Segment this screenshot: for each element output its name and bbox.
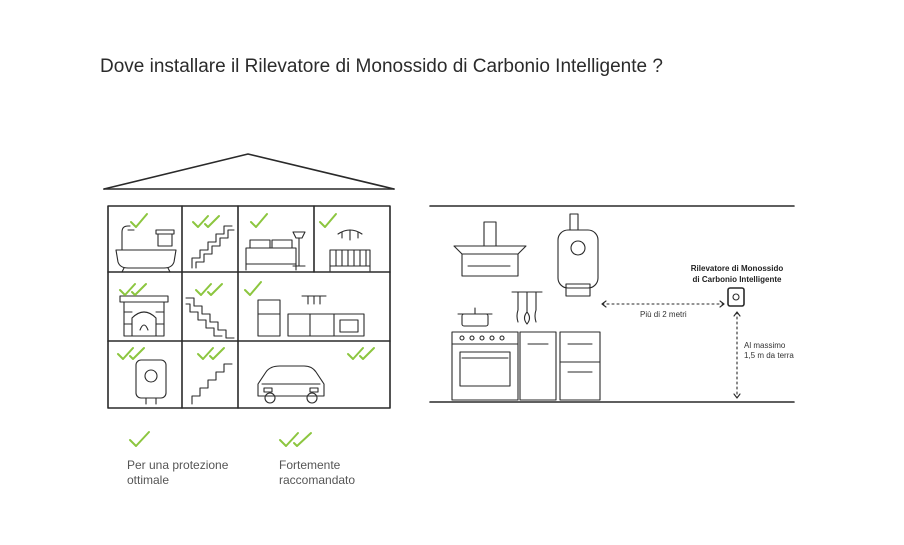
kitchen-scene [429,205,795,403]
double-check-icon [117,347,145,360]
legend-double-check-text: Fortemente raccomandato [279,458,356,487]
distance-label: Più di 2 metri [640,310,687,319]
crib-icon [329,229,371,272]
double-check-icon [197,347,225,360]
stairs-icon [185,297,235,339]
legend-single-check-text: Per una protezione ottimale [127,458,229,487]
bathtub-icon [115,225,177,273]
double-check-icon [195,283,223,296]
legend-single-check-icon [129,431,150,447]
double-check-icon [347,347,375,360]
water-heater-icon [135,359,167,405]
single-check-icon [319,213,337,228]
car-icon [257,365,325,404]
house-outline [103,153,395,409]
detector-icon [727,287,745,307]
single-check-icon [250,213,268,228]
single-check-icon [130,213,148,228]
height-label: Al massimo 1,5 m da terra [744,341,794,360]
kitchen-icon [257,295,365,337]
legend-double-check-icon [279,432,312,447]
double-check-icon [119,283,147,296]
stairs-icon [191,225,233,269]
double-check-icon [192,215,220,228]
single-check-icon [244,281,262,296]
fireplace-icon [119,295,169,337]
stairs-icon [191,363,233,405]
bed-icon [245,231,306,271]
detector-label: Rilevatore di Monossido di Carbonio Inte… [690,264,784,284]
page-title: Dove installare il Rilevatore di Monossi… [100,56,663,77]
